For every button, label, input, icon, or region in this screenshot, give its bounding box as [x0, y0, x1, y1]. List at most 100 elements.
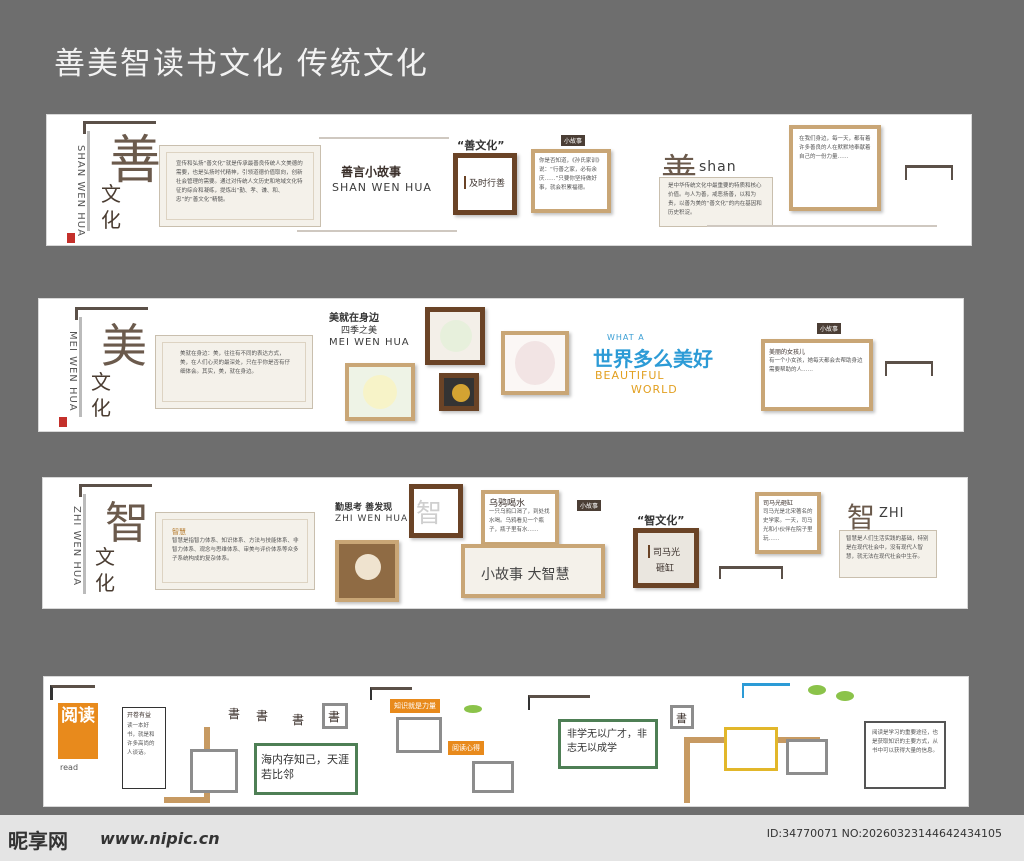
world-line3: WORLD [631, 383, 678, 396]
poem: 海内存知己，天涯若比邻 [261, 753, 349, 781]
shan-pinyin: shan [699, 159, 737, 175]
note-text: 读一本好书，就是和许多高尚的人谈话。 [127, 723, 155, 756]
story-text: 你是否知道，《孙氏家训》说：“行善之家，必有余庆……”只要你坚持做好事，就会积累… [539, 158, 603, 191]
flower-icon [363, 375, 397, 409]
zhi-pinyin: ZHI [879, 506, 905, 521]
frame-sunflower [439, 373, 479, 411]
panel-mei: MEI WEN HUA 美 文化 美就在身边：美，往往有不同的表达方式，美，在人… [38, 298, 964, 432]
frame-inner1: 司马光 [648, 545, 680, 558]
intro-box: 宣传和弘扬“善文化”就是传承最善良传统人文美德的需要，也是弘扬时代精神，引领道德… [159, 145, 321, 227]
story-title: 美丽的女孩儿 [769, 349, 806, 356]
empty-frame [472, 761, 514, 793]
divider [87, 131, 90, 231]
motto-frame: 小故事 大智慧 [461, 544, 605, 598]
seal-icon [67, 233, 75, 243]
empty-frame [396, 717, 442, 753]
divider [83, 494, 86, 594]
roof-icon [79, 484, 152, 497]
empty-frame [724, 727, 778, 771]
roof-icon [75, 307, 148, 320]
shu-frame: 書 [322, 703, 348, 729]
right-text-frame: 阅读是学习的重要途径，也是获取知识的主要方式，从书中可以获得大量的信息。 [864, 721, 946, 789]
big-char: 善 [109, 131, 162, 191]
story-tag: 小故事 [577, 500, 602, 511]
motto: 小故事 大智慧 [481, 567, 570, 583]
frame-text-box: 在我们身边，每一天，都有着许多善良的人在默默地奉献着自己的一份力量…… [789, 125, 881, 211]
roof-icon [528, 695, 590, 710]
frame-title: “智文化” [637, 514, 685, 527]
story-title: 善言小故事 [341, 165, 402, 179]
frame-char: 智 [416, 499, 443, 529]
frame-zhi: 智 [409, 484, 463, 538]
pinyin-vertical: ZHI WEN HUA [71, 506, 82, 587]
story1-frame: 乌鸦喝水 一只乌鸦口渴了，到处找水喝。乌鸦看见一个瓶子，瓶子里有水…… [481, 490, 559, 546]
flower-icon [440, 320, 472, 352]
zhi-text: 智慧是人们生活实践的基础，特别是在现代社会中，没有现代人智慧，就无法在现代社会中… [846, 536, 929, 560]
wenhua-label: 文化 [101, 182, 121, 232]
read-badge: 阅读 [58, 703, 98, 759]
wenhua-label: 文化 [91, 370, 111, 420]
poem-frame: 海内存知己，天涯若比邻 [254, 743, 358, 795]
intro-box: 美就在身边：美，往往有不同的表达方式，美，在人们心灵的最深处，只在乎你是否有仔细… [155, 335, 313, 409]
roof-icon [50, 685, 95, 700]
world-cn: 世界多么美好 [593, 347, 713, 371]
shu-char: 書 [228, 707, 241, 721]
read-label: read [60, 763, 79, 772]
story-tag: 小故事 [817, 323, 842, 334]
story2-text: 司马光是北宋著名的史学家。一天，司马光和小伙伴在院子里玩…… [763, 509, 813, 542]
shan-box: 是中华传统文化中最重要的特质和核心价值。与人为善，戒恶扬善，以和为贵，以善为美的… [659, 177, 773, 227]
zhi-label: 智 [847, 501, 876, 534]
empty-frame [190, 749, 238, 793]
story-pinyin: SHAN WEN HUA [332, 181, 432, 194]
site-url: www.nipic.cn [100, 829, 220, 848]
reading-tag: 阅读心得 [448, 741, 484, 755]
frame-text: 在我们身边，每一天，都有着许多善良的人在默默地奉献着自己的一份力量…… [799, 136, 871, 160]
site-logo: 昵享网 [8, 829, 68, 853]
heading: 勤思考 善发现 [335, 503, 393, 513]
page-title: 善美智读书文化 传统文化 [54, 46, 429, 82]
shu-char: 書 [256, 709, 269, 723]
note-title: 开卷有益 [127, 712, 152, 719]
frame-plum [501, 331, 569, 395]
intro-text: 美就在身边：美，往往有不同的表达方式，美，在人们心灵的最深处，只在乎你是否有仔细… [180, 351, 291, 375]
note-card: 开卷有益 读一本好书，就是和许多高尚的人谈话。 [122, 707, 166, 789]
pinyin: ZHI WEN HUA [335, 514, 409, 524]
pinyin: MEI WEN HUA [329, 337, 410, 348]
frame-flower [425, 307, 485, 365]
leaf-icon [808, 685, 826, 695]
empty-frame [786, 739, 828, 775]
right-text: 阅读是学习的重要途径，也是获取知识的主要方式，从书中可以获得大量的信息。 [872, 730, 939, 754]
story-frame: 你是否知道，《孙氏家训》说：“行善之家，必有余庆……”只要你坚持做好事，就会积累… [531, 149, 611, 213]
story2-frame: 司马光砸缸 司马光是北宋著名的史学家。一天，司马光和小伙伴在院子里玩…… [755, 492, 821, 554]
knowledge-tag: 知识就是力量 [390, 699, 440, 713]
story2-title: 司马光砸缸 [763, 500, 794, 507]
frame-simaguang: 司马光 砸缸 [633, 528, 699, 588]
story-frame: 美丽的女孩儿 有一个小女孩，她每天都会去帮助身边需要帮助的人…… [761, 339, 873, 411]
big-char: 智 [105, 498, 149, 549]
intro-text: 宣传和弘扬“善文化”就是传承最善良传统人文美德的需要，也是弘扬时代精神，引领道德… [176, 161, 303, 203]
frame-inner-text: 及时行善 [464, 176, 505, 189]
shu-frame: 書 [670, 705, 694, 729]
tree-icon [355, 554, 381, 580]
pinyin-vertical: MEI WEN HUA [67, 331, 78, 412]
leaf-icon [464, 705, 482, 713]
frame-inner2: 砸缸 [656, 564, 675, 574]
roof-icon [719, 566, 783, 579]
intro-text: 智慧是指智力体系、知识体系、方法与技能体系、非智力体系、观念与思维体系、审美与评… [172, 538, 299, 562]
shan-text: 是中华传统文化中最重要的特质和核心价值。与人为善，戒恶扬善，以和为贵，以善为美的… [668, 183, 762, 216]
world-line1: WHAT A [607, 333, 645, 342]
leaf-icon [836, 691, 854, 701]
roof-icon [905, 165, 953, 180]
frame-jishixingshan: 及时行善 [453, 153, 517, 215]
frame-tree [335, 540, 399, 602]
watermark-footer: 昵享网 www.nipic.cn ID:34770071 NO:20260323… [0, 815, 1024, 861]
big-char: 美 [101, 319, 147, 373]
panel-shan: SHAN WEN HUA 善 文化 宣传和弘扬“善文化”就是传承最善良传统人文美… [46, 114, 972, 246]
roof-icon [742, 683, 790, 698]
flower-icon [452, 384, 470, 402]
frame-lotus [345, 363, 415, 421]
intro-head: 智慧 [172, 528, 186, 536]
plum-icon [515, 341, 555, 385]
roof-icon [370, 687, 412, 700]
panel-du: 阅读 read 开卷有益 读一本好书，就是和许多高尚的人谈话。 書 書 書 書 … [43, 676, 969, 807]
